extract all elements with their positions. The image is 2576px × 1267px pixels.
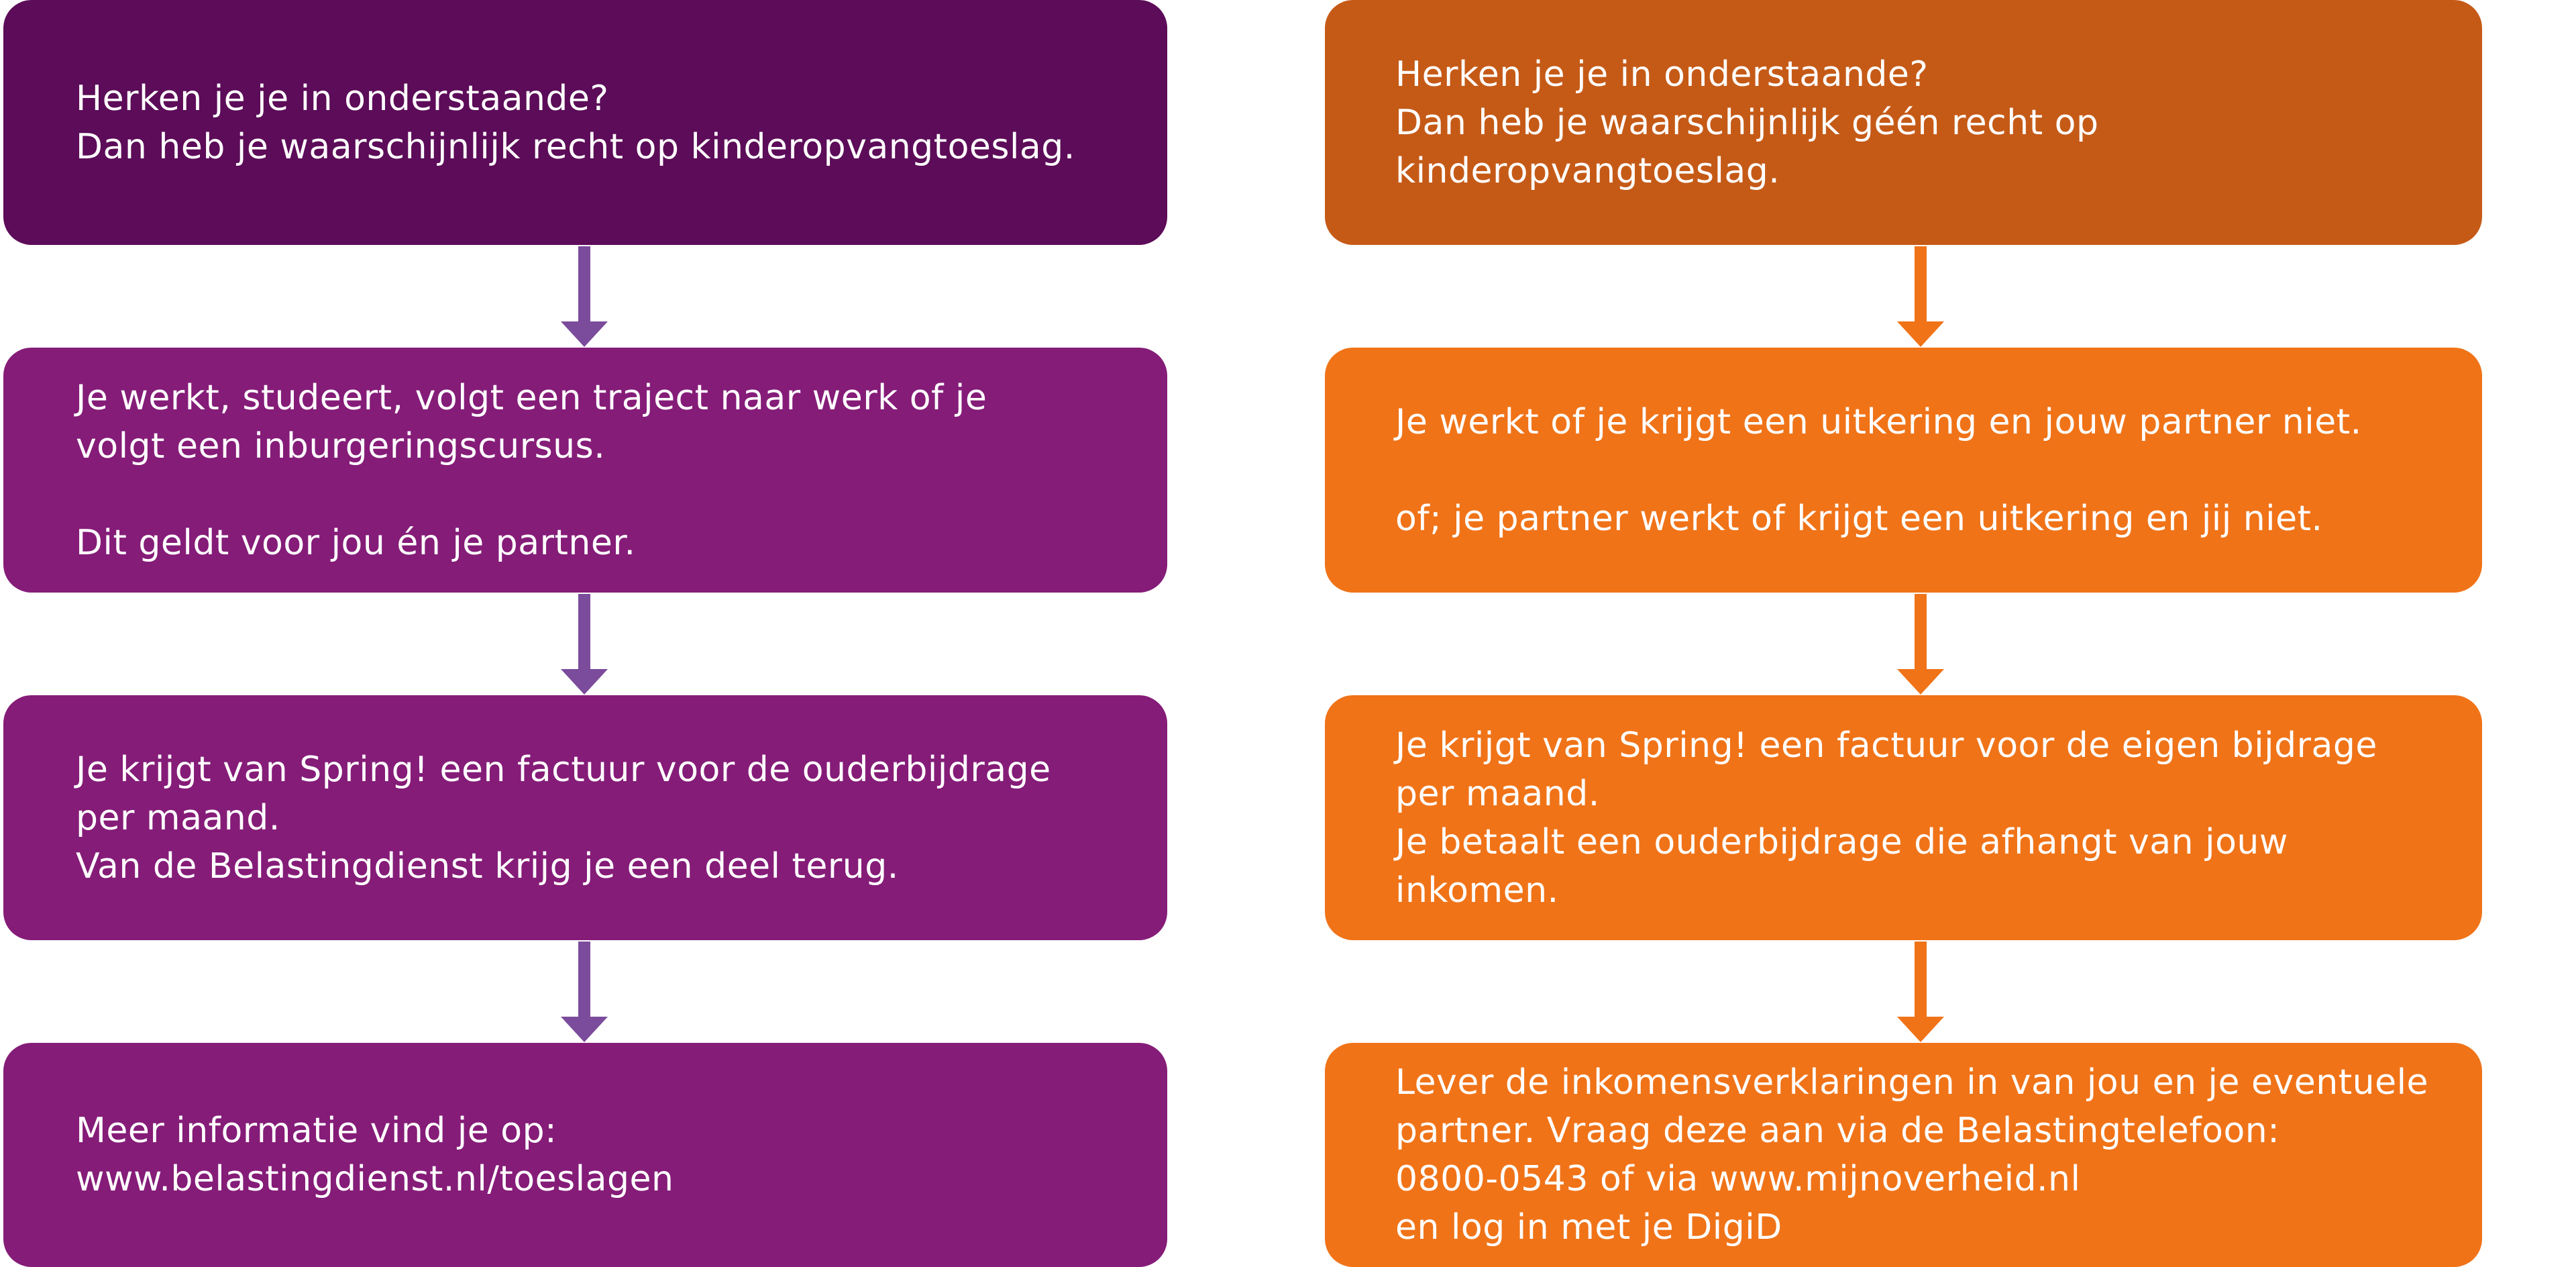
right-box-intro-line-3: kinderopvangtoeslag.: [1395, 150, 1780, 191]
right-box-intro-line-1: Herken je je in onderstaande?: [1395, 54, 1929, 95]
right-box-conditions-spacer: [1395, 446, 2442, 495]
right-box-conditions: Je werkt of je krijgt een uitkering en j…: [1325, 348, 2482, 593]
left-box-intro-line-1: Herken je je in onderstaande?: [76, 78, 609, 119]
left-box-more-info-line-1: Meer informatie vind je op:: [76, 1111, 557, 1151]
right-box-conditions-line-1: Je werkt of je krijgt een uitkering en j…: [1395, 401, 2362, 442]
right-box-income-statement-line-3: 0800-0543 of via www.mijnoverheid.nl: [1395, 1159, 2081, 1199]
right-box-income-statement-line-2: partner. Vraag deze aan via de Belasting…: [1395, 1111, 2280, 1151]
left-arrow-1: [561, 246, 608, 347]
left-box-more-info-link: www.belastingdienst.nl/toeslagen: [76, 1159, 674, 1199]
left-box-invoice-line-1: Je krijgt van Spring! een factuur voor d…: [76, 749, 1051, 790]
left-box-conditions: Je werkt, studeert, volgt een traject na…: [3, 348, 1167, 593]
left-box-invoice-line-3: Van de Belastingdienst krijg je een deel…: [76, 846, 899, 886]
left-box-invoice-line-2: per maand.: [76, 797, 280, 838]
right-box-income-statement-line-1: Lever de inkomensverklaringen in van jou…: [1395, 1062, 2429, 1103]
right-box-invoice-line-1: Je krijgt van Spring! een factuur voor d…: [1395, 725, 2377, 766]
right-box-invoice-line-4: inkomen.: [1395, 870, 1559, 911]
right-arrow-1: [1897, 246, 1944, 347]
right-box-invoice-line-2: per maand.: [1395, 773, 1600, 814]
right-box-income-statement-line-4: en log in met je DigiD: [1395, 1207, 1782, 1248]
right-box-invoice-line-3: Je betaalt een ouderbijdrage die afhangt…: [1395, 821, 2288, 862]
left-box-intro-line-2: Dan heb je waarschijnlijk recht op kinde…: [76, 126, 1075, 167]
left-box-intro: Herken je je in onderstaande? Dan heb je…: [3, 0, 1167, 245]
right-box-conditions-line-2: of; je partner werkt of krijgt een uitke…: [1395, 498, 2323, 539]
right-box-invoice: Je krijgt van Spring! een factuur voor d…: [1325, 695, 2482, 940]
left-box-invoice: Je krijgt van Spring! een factuur voor d…: [3, 695, 1167, 940]
right-arrow-2: [1897, 594, 1944, 695]
right-box-intro-line-2: Dan heb je waarschijnlijk géén recht op: [1395, 102, 2099, 143]
right-box-income-statement: Lever de inkomensverklaringen in van jou…: [1325, 1043, 2482, 1267]
left-box-conditions-line-3: Dit geldt voor jou én je partner.: [76, 522, 636, 563]
left-box-conditions-line-1: Je werkt, studeert, volgt een traject na…: [76, 377, 987, 418]
left-box-conditions-spacer: [76, 470, 1127, 519]
left-arrow-2: [561, 594, 608, 695]
left-box-conditions-line-2: volgt een inburgeringscursus.: [76, 425, 606, 466]
right-box-intro: Herken je je in onderstaande? Dan heb je…: [1325, 0, 2482, 245]
left-box-more-info: Meer informatie vind je op: www.belastin…: [3, 1043, 1167, 1267]
right-arrow-3: [1897, 942, 1944, 1042]
left-arrow-3: [561, 942, 608, 1042]
